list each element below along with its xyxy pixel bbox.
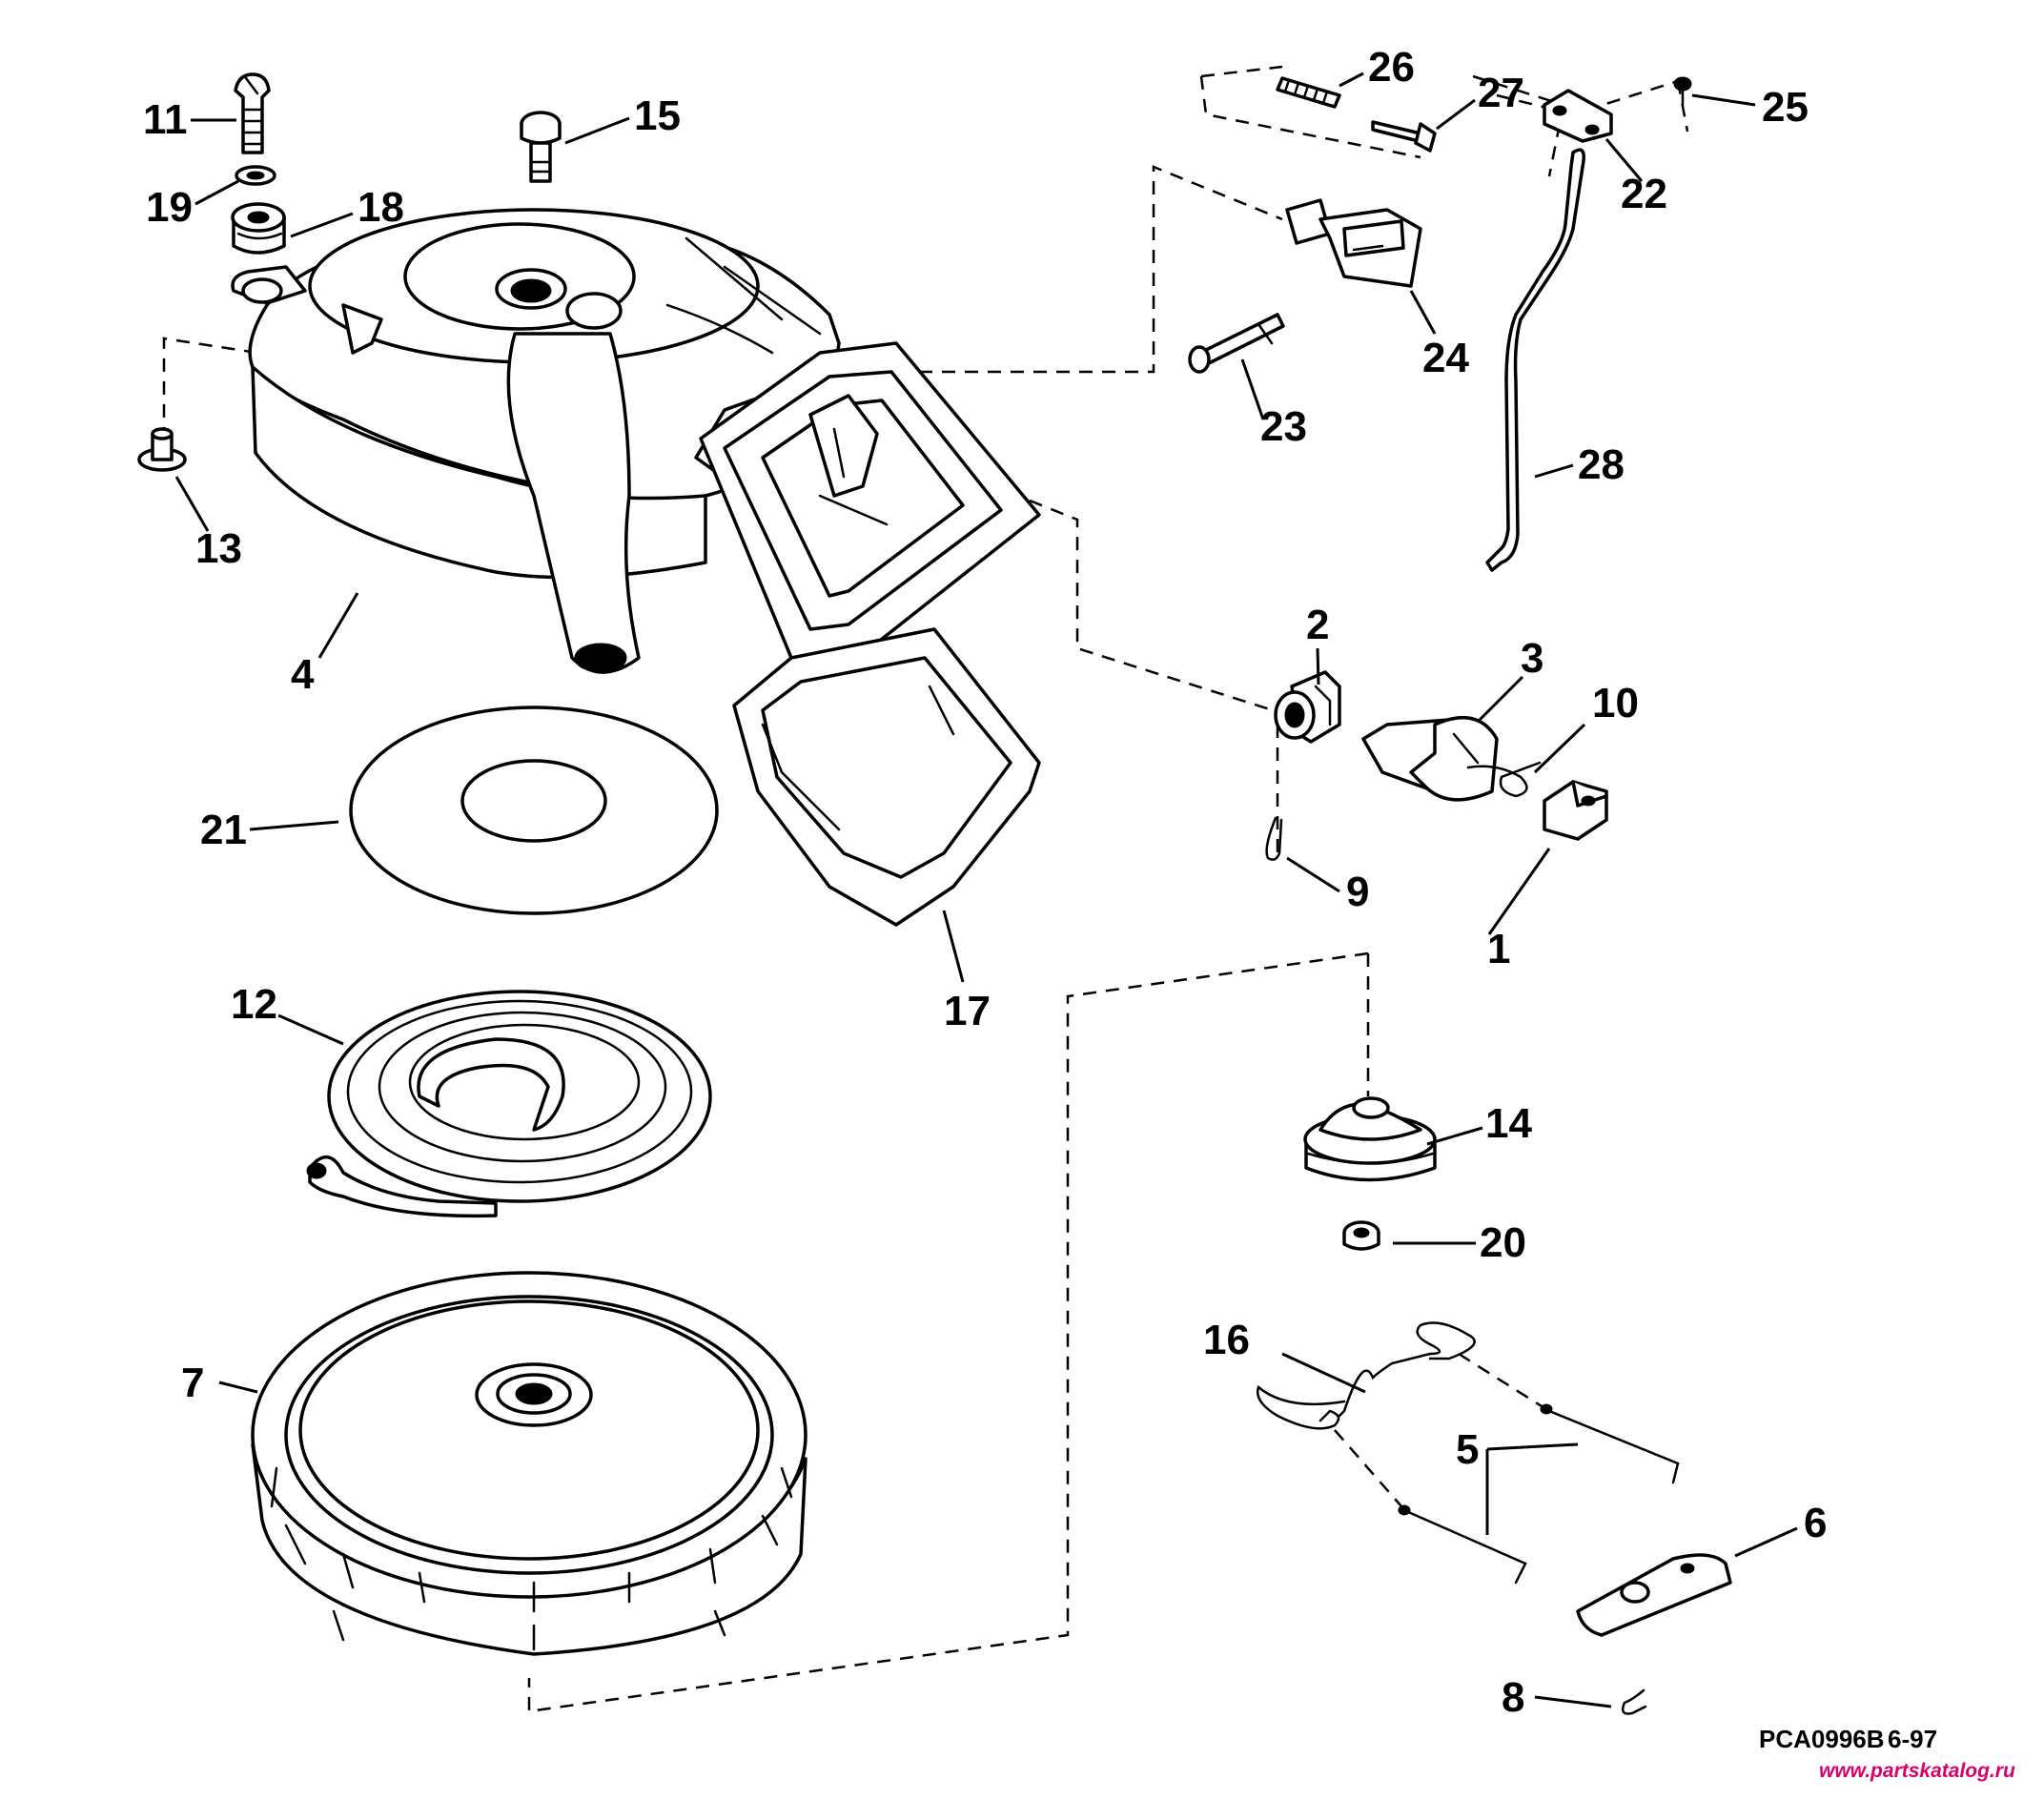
callout-25: 25 <box>1762 84 1809 131</box>
callout-labels: 11 19 18 15 13 4 21 12 7 17 26 27 25 22 … <box>143 44 1827 1721</box>
callout-26: 26 <box>1368 44 1415 91</box>
callout-5: 5 <box>1456 1426 1479 1473</box>
callout-11: 11 <box>143 96 188 143</box>
part-clamp-22 <box>1543 89 1613 143</box>
part-rivet-13 <box>137 427 187 472</box>
callout-15: 15 <box>634 92 681 139</box>
callout-13: 13 <box>195 525 242 572</box>
callout-23: 23 <box>1260 403 1307 450</box>
part-spring-26 <box>1276 76 1341 109</box>
part-link-rod-28 <box>1485 148 1585 572</box>
part-pawl-6 <box>1576 1553 1732 1637</box>
part-washer-19 <box>235 165 276 186</box>
callout-20: 20 <box>1480 1219 1526 1266</box>
part-anchor-1 <box>1543 780 1608 841</box>
part-screw-11 <box>234 72 271 154</box>
callout-19: 19 <box>146 184 193 231</box>
part-starter-housing <box>231 208 841 674</box>
callout-22: 22 <box>1621 171 1667 217</box>
watermark: www.partskatalog.ru <box>1819 1760 2015 1782</box>
callout-21: 21 <box>200 807 247 853</box>
date-code: 6-97 <box>1888 1725 1937 1753</box>
part-nut-20 <box>1342 1220 1380 1251</box>
part-rope-10 <box>1466 761 1542 798</box>
part-spring-16 <box>1256 1321 1476 1430</box>
part-pin-27 <box>1371 120 1437 153</box>
part-bolt-15 <box>520 111 562 183</box>
callout-16: 16 <box>1203 1317 1250 1363</box>
callout-8: 8 <box>1502 1674 1524 1721</box>
callout-7: 7 <box>181 1360 204 1406</box>
part-bushing-18 <box>231 202 286 255</box>
callout-4: 4 <box>291 651 315 698</box>
part-cap-14 <box>1303 1096 1437 1182</box>
callout-6: 6 <box>1804 1500 1827 1546</box>
part-rope-handle-3 <box>1361 716 1499 802</box>
part-rope-pulley <box>251 1271 807 1656</box>
part-spring-5 <box>1398 1403 1680 1585</box>
part-e-ring-8 <box>1622 1688 1647 1715</box>
callout-18: 18 <box>358 184 404 231</box>
callout-1: 1 <box>1487 926 1510 972</box>
callout-27: 27 <box>1478 70 1524 116</box>
callout-12: 12 <box>231 981 277 1028</box>
callout-14: 14 <box>1485 1100 1532 1147</box>
part-plate-disc <box>349 706 719 915</box>
callout-2: 2 <box>1306 602 1329 648</box>
callout-9: 9 <box>1346 869 1369 915</box>
callout-17: 17 <box>944 988 991 1034</box>
part-recoil-spring <box>306 990 712 1218</box>
callout-24: 24 <box>1422 335 1469 381</box>
drawing-code: PCA0996B <box>1759 1725 1885 1753</box>
part-pin-23 <box>1188 313 1285 374</box>
callout-10: 10 <box>1592 680 1639 726</box>
callout-3: 3 <box>1521 635 1543 682</box>
part-screw-25 <box>1673 76 1692 107</box>
leader-lines <box>174 72 1798 1708</box>
part-grommet-2 <box>1274 670 1341 744</box>
part-latch-24 <box>1285 198 1422 288</box>
part-rope-handle-bracket <box>699 341 1041 927</box>
part-clip-9 <box>1265 816 1283 861</box>
callout-28: 28 <box>1578 441 1625 488</box>
